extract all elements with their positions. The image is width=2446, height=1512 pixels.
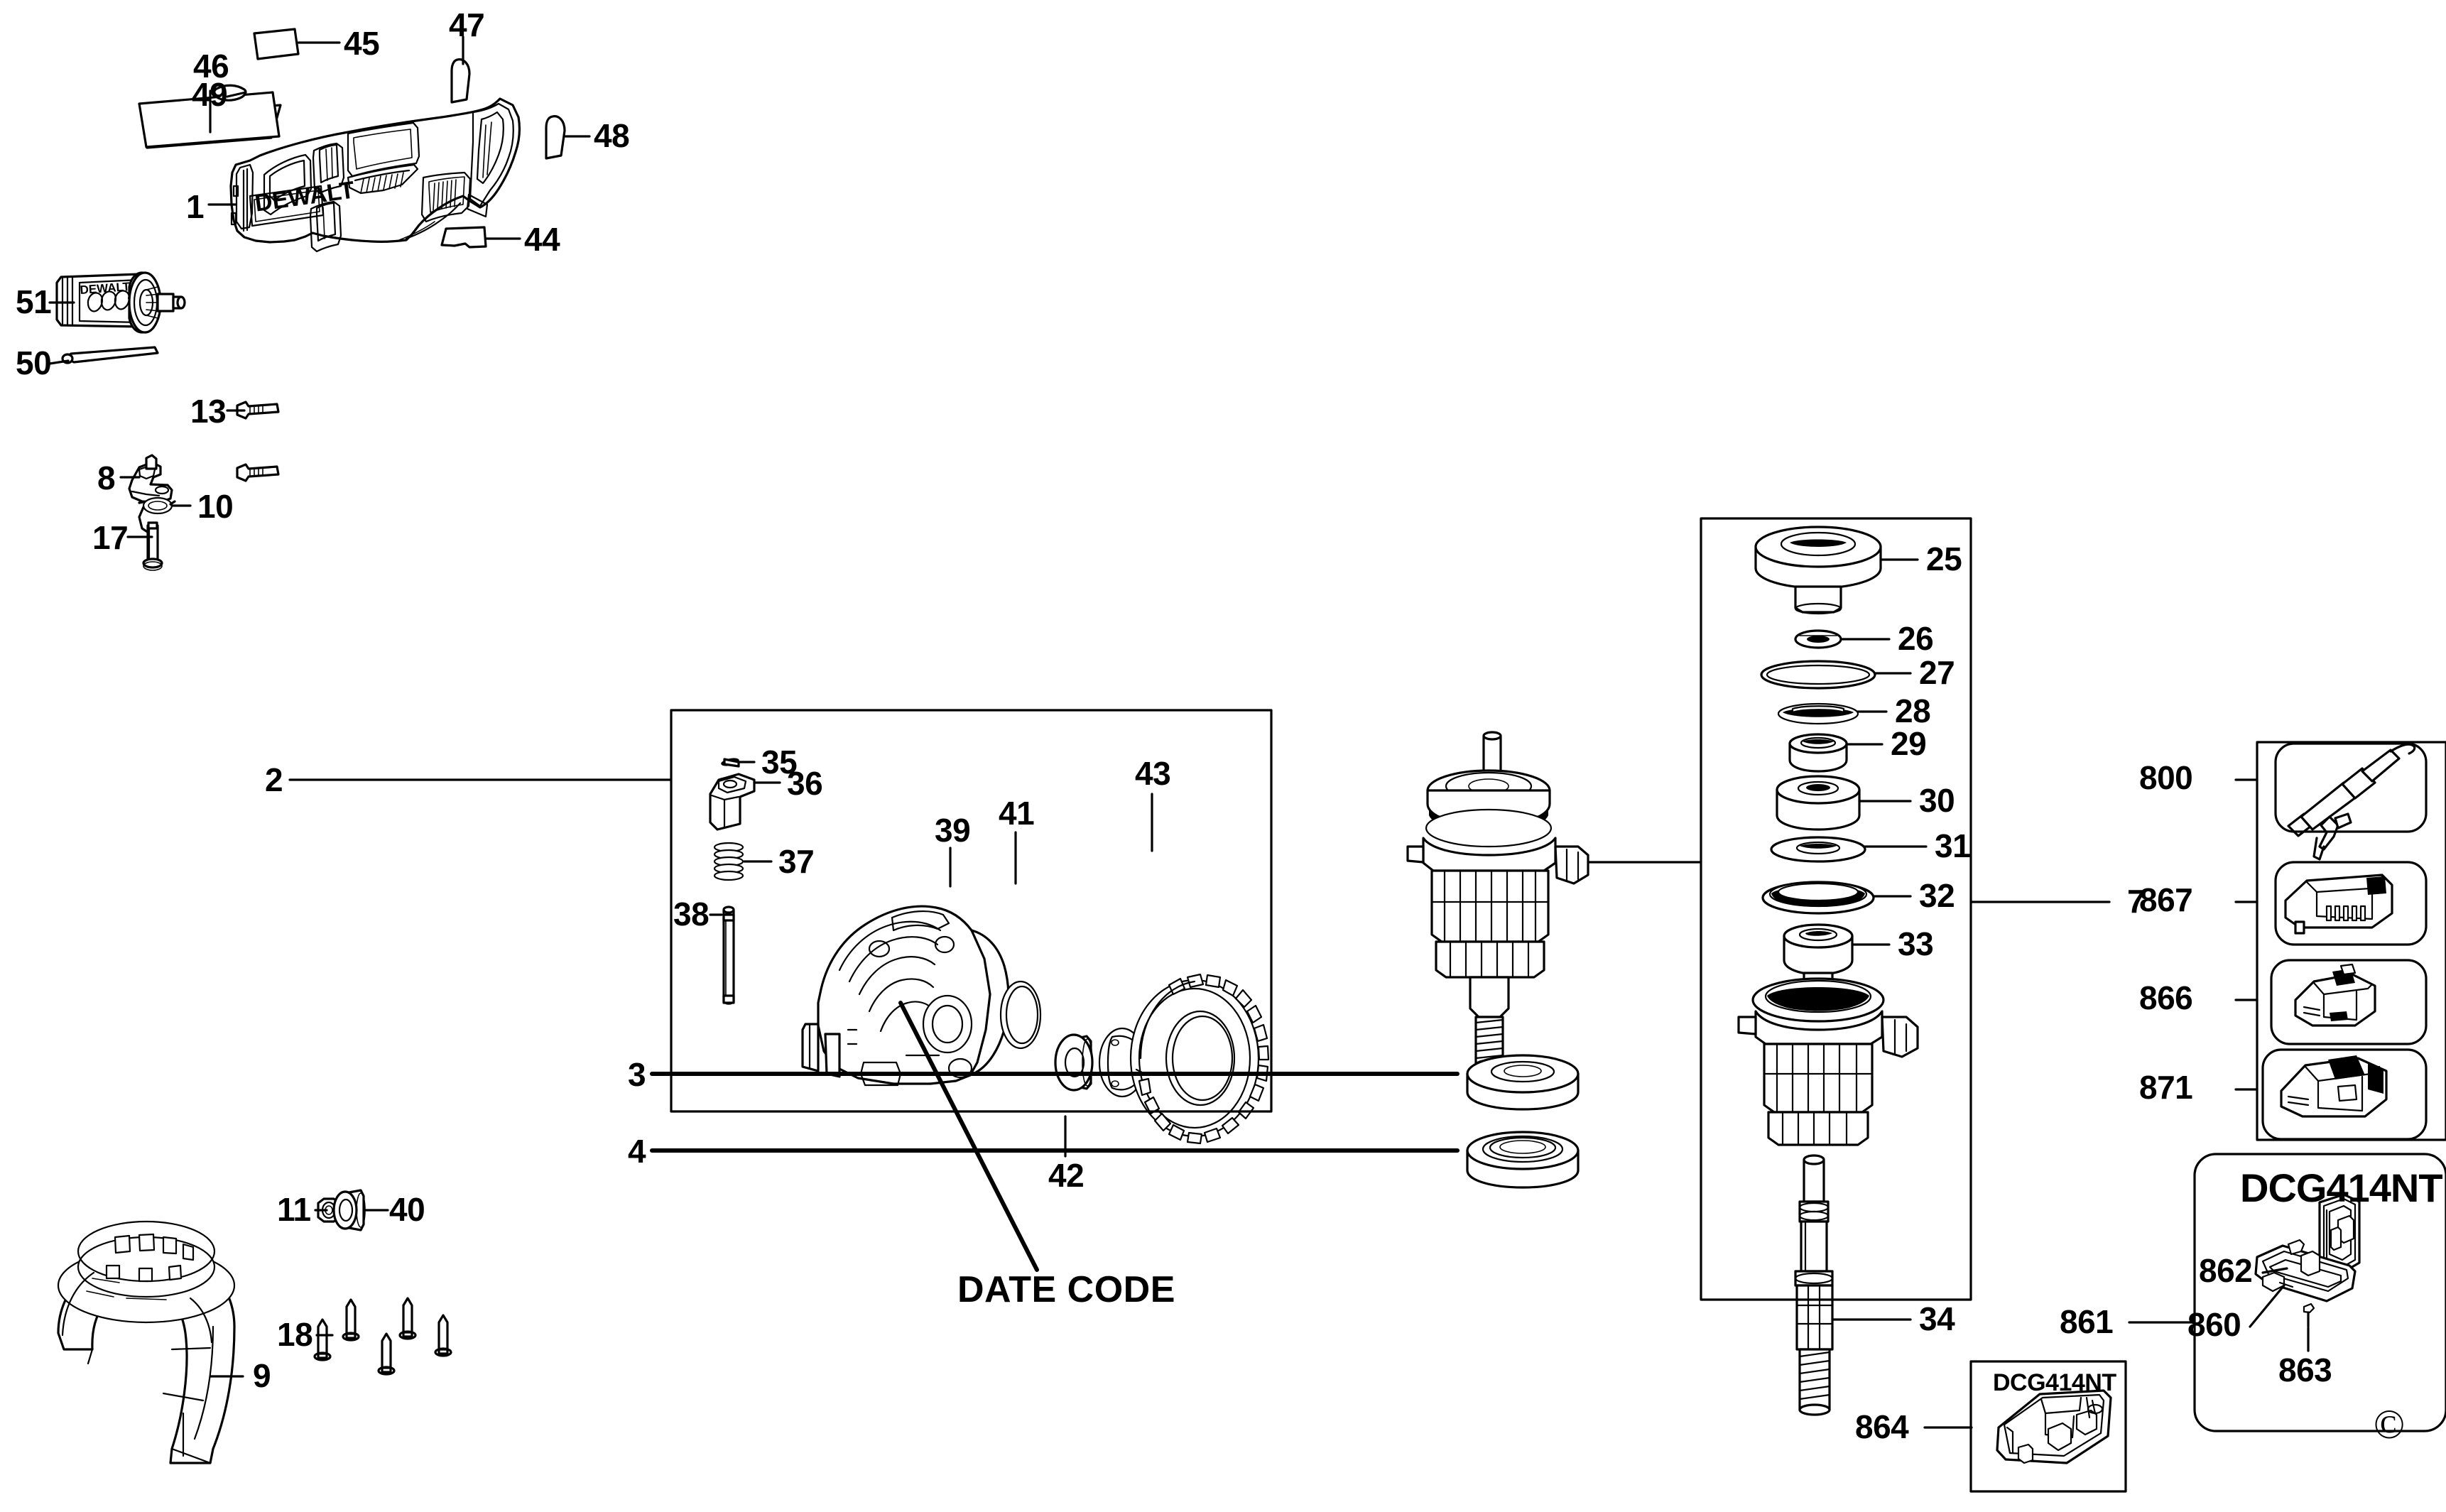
callout-17[interactable]: 17 [92, 519, 129, 556]
part-44-cover-plate [442, 227, 486, 247]
part-43-stator-gear [1131, 974, 1268, 1143]
group-box-outlines [671, 518, 2446, 1491]
part-29-spacer [1790, 734, 1847, 771]
callout-46[interactable]: 46 [193, 48, 229, 85]
part-1-motor-housing [231, 99, 519, 251]
icon-800-grease-gun [2288, 744, 2415, 859]
callout-50[interactable]: 50 [16, 344, 52, 381]
leader-lines [50, 37, 2308, 1427]
callout-871[interactable]: 871 [2139, 1069, 2193, 1106]
part-26-washer-small [1795, 631, 1841, 648]
part-40-bushing [334, 1190, 365, 1230]
callout-2[interactable]: 2 [265, 761, 283, 798]
part-49-trim-insert [214, 85, 245, 100]
part-4-backing-flange [1467, 1132, 1578, 1187]
callout-41[interactable]: 41 [999, 795, 1035, 832]
callout-25[interactable]: 25 [1926, 540, 1962, 577]
callout-31[interactable]: 31 [1935, 827, 1971, 864]
part-39-gasket-ring [1001, 981, 1040, 1048]
callout-7[interactable]: 7 [2127, 883, 2146, 920]
callout-48[interactable]: 48 [594, 117, 630, 154]
date-code-label: DATE CODE [957, 1269, 1175, 1310]
callout-9[interactable]: 9 [253, 1357, 271, 1394]
callout-39[interactable]: 39 [935, 812, 971, 849]
part-30-bearing [1777, 776, 1859, 830]
icon-866-battery-compact [2295, 964, 2375, 1026]
part-48-trim-insert [546, 116, 565, 158]
callout-27[interactable]: 27 [1919, 654, 1955, 691]
part-2-gear-case-housing [803, 906, 1009, 1085]
callout-861[interactable]: 861 [2060, 1303, 2114, 1340]
callout-4[interactable]: 4 [628, 1133, 646, 1170]
callout-3[interactable]: 3 [628, 1056, 646, 1093]
callout-49[interactable]: 49 [192, 76, 228, 113]
callout-33[interactable]: 33 [1898, 925, 1934, 962]
part-46-warning-label [139, 92, 281, 148]
callout-42[interactable]: 42 [1048, 1157, 1085, 1194]
callout-29[interactable]: 29 [1891, 725, 1927, 762]
callout-867[interactable]: 867 [2139, 881, 2193, 918]
part-864-case-insert [1997, 1391, 2111, 1463]
part-32-seal-ring [1763, 882, 1874, 913]
callout-45[interactable]: 45 [344, 25, 380, 62]
part-36-lock-slide [710, 774, 754, 830]
part-28-retaining-ring [1778, 704, 1858, 724]
callout-35[interactable]: 35 [761, 744, 798, 781]
part-31-washer [1771, 837, 1865, 861]
callout-862[interactable]: 862 [2199, 1252, 2253, 1289]
callout-13[interactable]: 13 [190, 393, 227, 430]
part-3-washer-flange [1467, 1055, 1578, 1109]
part-33-bearing-upper [1784, 925, 1852, 984]
part-37-compression-spring [714, 843, 743, 880]
part-38-plunger-pin [724, 907, 734, 1004]
part-13-socket-screws [237, 402, 278, 481]
part-45-label-sticker [254, 29, 298, 59]
callout-37[interactable]: 37 [778, 843, 815, 880]
svg-text:DEWALT: DEWALT [80, 280, 131, 297]
part-51-side-handle: DEWALT [57, 273, 185, 332]
callout-863[interactable]: 863 [2278, 1351, 2332, 1388]
callout-36[interactable]: 36 [787, 765, 823, 802]
part-25-rotor-fan [1756, 527, 1881, 614]
part-41-bearing [1055, 1035, 1092, 1090]
callout-18[interactable]: 18 [277, 1316, 313, 1353]
callout-866[interactable]: 866 [2139, 979, 2193, 1016]
callout-26[interactable]: 26 [1898, 620, 1934, 657]
kit-name-label-main: DCG414NT [2240, 1165, 2443, 1210]
callout-47[interactable]: 47 [449, 6, 485, 43]
callout-38[interactable]: 38 [673, 896, 710, 932]
callout-44[interactable]: 44 [524, 221, 560, 258]
callout-32[interactable]: 32 [1919, 877, 1955, 914]
part-9-guard-assembly [58, 1222, 234, 1463]
callout-30[interactable]: 30 [1919, 782, 1955, 819]
kit-name-label-secondary: DCG414NT [1993, 1369, 2116, 1396]
spindle-gearcase-inner [1739, 979, 1918, 1145]
callout-800[interactable]: 800 [2139, 759, 2193, 796]
spindle-subassembly-preview [1408, 732, 1588, 1070]
icon-867-charger [2285, 875, 2392, 933]
callout-860[interactable]: 860 [2187, 1306, 2241, 1343]
callout-40[interactable]: 40 [389, 1191, 425, 1228]
callout-34[interactable]: 34 [1919, 1300, 1955, 1337]
callout-1[interactable]: 1 [186, 188, 205, 225]
callout-10[interactable]: 10 [197, 488, 234, 525]
part-10-torsion-spring [139, 498, 175, 534]
part-861-kit-case [2256, 1195, 2359, 1327]
part-47-trim-insert [452, 60, 469, 102]
part-34-spindle-shaft [1795, 1155, 1832, 1415]
callout-864[interactable]: 864 [1855, 1408, 1909, 1445]
callout-8[interactable]: 8 [97, 459, 116, 496]
icon-871-battery-large [2281, 1055, 2386, 1116]
callout-43[interactable]: 43 [1135, 755, 1171, 792]
callout-51[interactable]: 51 [16, 283, 52, 320]
part-50-hex-key [62, 347, 158, 363]
part-27-o-ring [1761, 661, 1875, 688]
copyright-icon: © [2374, 1401, 2406, 1447]
callout-11[interactable]: 11 [277, 1191, 311, 1228]
part-35-detent-pin [721, 756, 740, 767]
part-18-screws [315, 1298, 451, 1374]
callout-28[interactable]: 28 [1895, 692, 1931, 729]
part-17-guard-pin [143, 455, 162, 570]
